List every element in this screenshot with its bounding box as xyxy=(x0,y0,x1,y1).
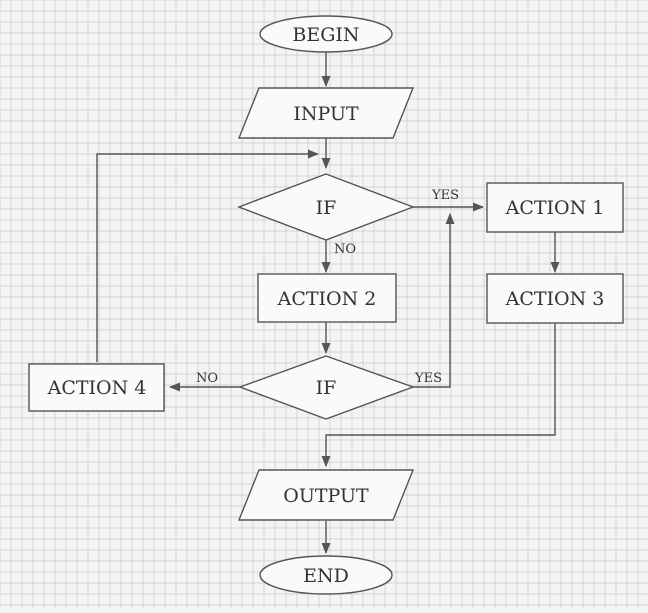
edge-if2-yes-to-action1 xyxy=(413,212,455,388)
action3-node: ACTION 3 xyxy=(486,273,624,324)
if1-label: IF xyxy=(316,197,337,219)
end-node: END xyxy=(259,555,393,595)
output-parallelogram xyxy=(237,469,415,521)
input-label: INPUT xyxy=(293,103,359,125)
if2-node: IF xyxy=(237,355,416,420)
begin-ellipse xyxy=(259,15,393,53)
if1-node: IF xyxy=(237,173,415,241)
action1-box xyxy=(486,182,624,233)
end-label: END xyxy=(303,565,349,587)
action1-node: ACTION 1 xyxy=(486,182,624,233)
output-node: OUTPUT xyxy=(237,469,415,521)
if2-diamond xyxy=(237,355,416,420)
if2-label: IF xyxy=(316,377,337,399)
action4-node: ACTION 4 xyxy=(28,363,165,412)
if2-yes-label: YES xyxy=(414,371,442,386)
if1-no-label: NO xyxy=(334,242,356,257)
action2-node: ACTION 2 xyxy=(257,273,397,323)
action1-label: ACTION 1 xyxy=(505,197,605,219)
action3-label: ACTION 3 xyxy=(505,288,605,310)
begin-node: BEGIN xyxy=(259,15,393,53)
action4-box xyxy=(28,363,165,412)
if2-no-label: NO xyxy=(196,371,218,386)
input-node: INPUT xyxy=(237,87,415,139)
input-parallelogram xyxy=(237,87,415,139)
action4-label: ACTION 4 xyxy=(47,377,147,399)
edges xyxy=(96,52,560,555)
begin-label: BEGIN xyxy=(292,24,359,46)
action3-box xyxy=(486,273,624,324)
if1-diamond xyxy=(237,173,415,241)
output-label: OUTPUT xyxy=(283,485,369,507)
edge-action4-loop xyxy=(96,149,320,362)
if1-yes-label: YES xyxy=(431,188,459,203)
edge-action3-output xyxy=(321,323,556,468)
action2-box xyxy=(257,273,397,323)
end-ellipse xyxy=(259,555,393,595)
action2-label: ACTION 2 xyxy=(277,288,377,310)
